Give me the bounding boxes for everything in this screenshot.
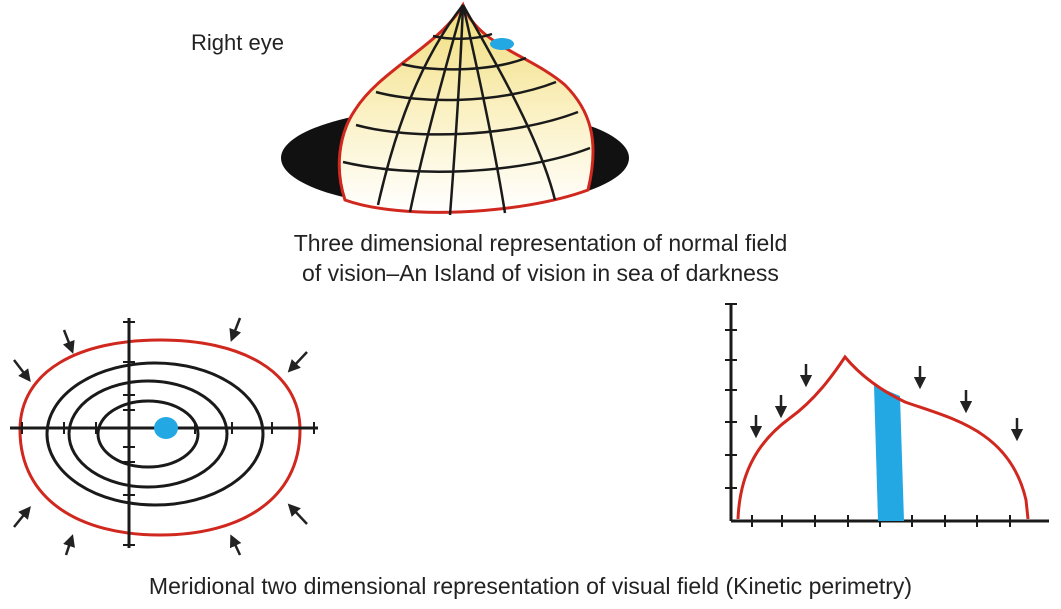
- blind-spot-2d: [154, 417, 178, 439]
- caption-3d-line2: of vision–An Island of vision in sea of …: [302, 260, 779, 286]
- blind-spot-band: [874, 385, 904, 521]
- two-d-isopter-plot: [10, 317, 318, 556]
- inner-isopters: [45, 361, 265, 507]
- blind-spot-3d: [490, 38, 514, 50]
- kinetic-perimetry-profile: [725, 303, 1049, 527]
- caption-3d-line1: Three dimensional representation of norm…: [293, 230, 788, 256]
- hill-of-vision-profile: [736, 354, 1030, 520]
- inward-arrows-2d: [13, 317, 308, 556]
- inward-arrows-profile: [749, 364, 1024, 442]
- island-dome: [337, 1, 595, 214]
- right-eye-label: Right eye: [191, 30, 284, 55]
- island-of-vision-3d: [281, 1, 629, 216]
- dome-grid: [342, 4, 591, 216]
- outer-isopter: [18, 338, 302, 537]
- caption-2d: Meridional two dimensional representatio…: [148, 573, 913, 599]
